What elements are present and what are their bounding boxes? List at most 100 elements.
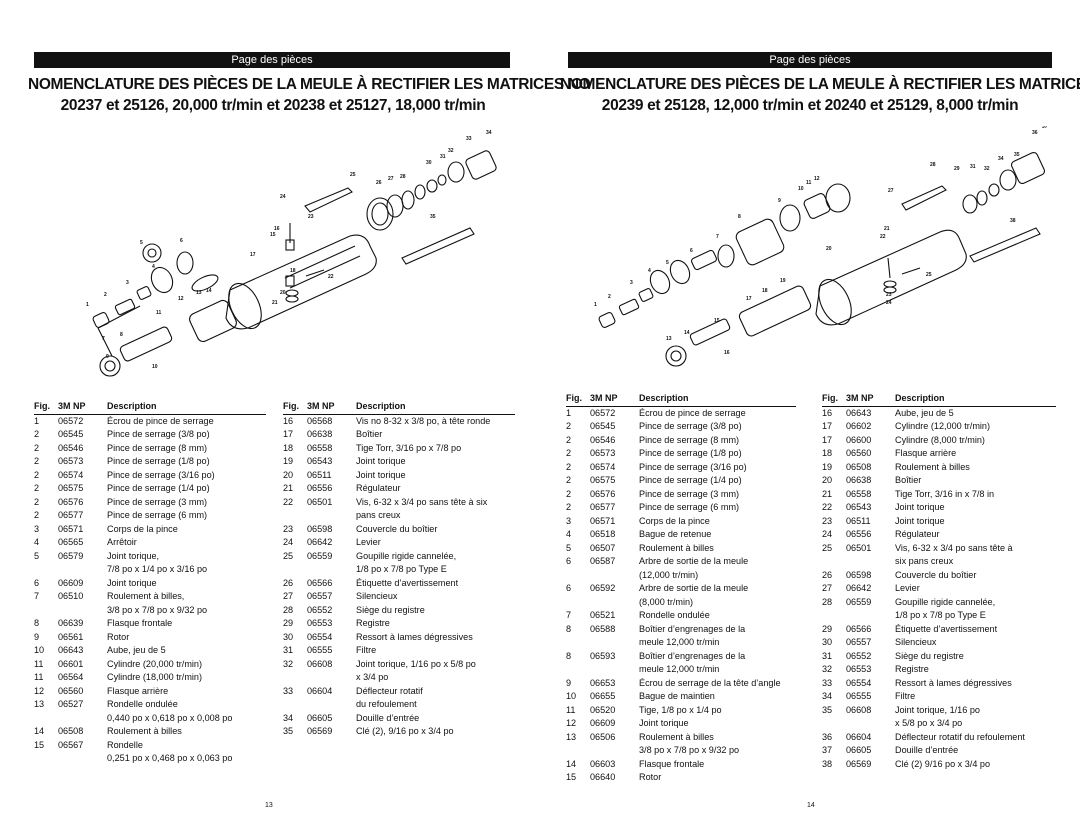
col-header-fig: Fig. bbox=[566, 392, 590, 407]
svg-text:34: 34 bbox=[486, 130, 492, 136]
fig-number: 34 bbox=[283, 712, 294, 723]
part-description: Boîtier bbox=[895, 475, 922, 485]
fig-number: 22 bbox=[822, 502, 833, 512]
part-description: Flasque arrière bbox=[107, 685, 169, 696]
svg-text:3: 3 bbox=[630, 280, 633, 286]
part-number: 06577 bbox=[58, 510, 84, 520]
part-number: 06572 bbox=[58, 415, 84, 426]
svg-text:13: 13 bbox=[196, 290, 202, 296]
part-description: 3/8 po x 7/8 po x 9/32 po bbox=[639, 745, 740, 755]
part-description: Filtre bbox=[356, 645, 377, 655]
part-description: Pince de serrage (1/8 po) bbox=[639, 448, 742, 458]
table-row: 3/8 po x 7/8 po x 9/32 po bbox=[566, 744, 796, 758]
fig-number: 2 bbox=[34, 456, 40, 466]
part-number: 06565 bbox=[58, 537, 84, 547]
fig-number: 32 bbox=[283, 658, 294, 669]
svg-text:4: 4 bbox=[648, 268, 651, 274]
fig-number: 2 bbox=[566, 448, 572, 458]
part-number: 06642 bbox=[846, 583, 872, 593]
svg-text:31: 31 bbox=[970, 164, 976, 170]
part-number bbox=[846, 555, 895, 569]
part-number: 06598 bbox=[846, 569, 872, 580]
part-number bbox=[846, 717, 895, 731]
part-description: Registre bbox=[356, 618, 390, 628]
fig-number: 24 bbox=[822, 529, 833, 539]
svg-text:14: 14 bbox=[206, 288, 212, 294]
part-description: Vis no 8-32 x 3/8 po, à tête ronde bbox=[356, 415, 491, 426]
col-header-np: 3M NP bbox=[307, 400, 356, 415]
part-description: Cylindre (18,000 tr/min) bbox=[107, 672, 203, 682]
part-number: 06553 bbox=[307, 618, 333, 628]
svg-text:23: 23 bbox=[886, 292, 892, 298]
fig-number: 6 bbox=[566, 556, 572, 566]
part-description: Rondelle bbox=[107, 739, 143, 750]
part-number: 06508 bbox=[58, 726, 84, 736]
part-number: 06588 bbox=[590, 623, 616, 634]
part-number: 06608 bbox=[307, 658, 333, 669]
svg-text:17: 17 bbox=[746, 296, 752, 302]
fig-number: 2 bbox=[34, 510, 40, 520]
fig-number: 27 bbox=[283, 591, 294, 601]
svg-text:2: 2 bbox=[608, 294, 611, 300]
fig-number: 20 bbox=[283, 469, 294, 480]
fig-number: 2 bbox=[566, 488, 572, 499]
fig-number: 21 bbox=[283, 483, 294, 493]
svg-text:37: 37 bbox=[1042, 126, 1048, 130]
part-number: 06543 bbox=[846, 502, 872, 512]
part-description: Rotor bbox=[639, 772, 662, 782]
table-row: (12,000 tr/min) bbox=[566, 569, 796, 583]
svg-text:25: 25 bbox=[926, 272, 932, 278]
part-description: Pince de serrage (1/4 po) bbox=[639, 475, 742, 485]
svg-text:28: 28 bbox=[930, 162, 936, 168]
svg-text:29: 29 bbox=[954, 166, 960, 172]
part-number: 06604 bbox=[307, 685, 333, 696]
svg-text:12: 12 bbox=[178, 296, 184, 302]
fig-number: 29 bbox=[283, 618, 294, 628]
fig-number: 17 bbox=[283, 429, 294, 439]
table-row: meule 12,000 tr/min bbox=[566, 663, 796, 677]
part-description: Joint torique, 1/16 po bbox=[895, 704, 980, 715]
part-description: Pince de serrage (3/8 po) bbox=[639, 421, 742, 431]
table-row: 3/8 po x 7/8 po x 9/32 po bbox=[34, 604, 266, 618]
part-number: 06609 bbox=[590, 718, 616, 728]
section-banner: Page des pièces bbox=[34, 52, 510, 68]
part-number bbox=[307, 698, 356, 712]
part-description: meule 12,000 tr/min bbox=[639, 664, 720, 674]
part-description: Registre bbox=[895, 664, 929, 674]
part-number: 06608 bbox=[846, 704, 872, 715]
part-number: 06564 bbox=[58, 672, 84, 682]
fig-number: 2 bbox=[34, 469, 40, 480]
fig-number bbox=[283, 698, 307, 712]
fig-number: 26 bbox=[822, 569, 833, 580]
part-description: 7/8 po x 1/4 po x 3/16 po bbox=[107, 564, 208, 574]
fig-number: 2 bbox=[566, 421, 572, 431]
part-number: 06520 bbox=[590, 704, 616, 715]
svg-text:32: 32 bbox=[448, 148, 454, 154]
svg-text:6: 6 bbox=[180, 238, 183, 244]
fig-number: 15 bbox=[34, 739, 45, 750]
part-number: 06560 bbox=[846, 448, 872, 458]
svg-text:5: 5 bbox=[140, 240, 143, 246]
part-description: Douille d’entrée bbox=[895, 745, 959, 755]
table-row: 0,440 po x 0,618 po x 0,008 po bbox=[34, 712, 266, 726]
part-number bbox=[307, 509, 356, 523]
part-description: Tige Torr, 3/16 po x 7/8 po bbox=[356, 442, 462, 453]
fig-number bbox=[566, 663, 590, 677]
part-number: 06567 bbox=[58, 739, 84, 750]
part-number: 06507 bbox=[590, 542, 616, 553]
part-description: Joint torique bbox=[639, 718, 689, 728]
